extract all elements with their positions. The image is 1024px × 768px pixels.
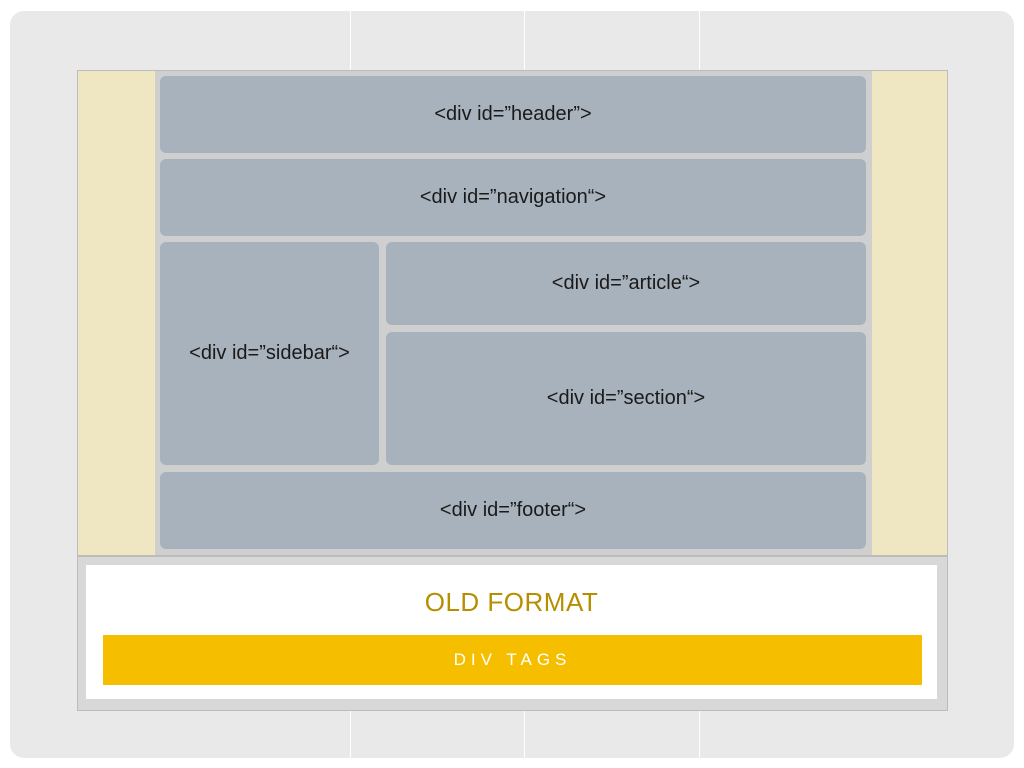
article-block: <div id=”article“>	[386, 242, 866, 325]
content-frame: <div id=”header”> <div id=”navigation“> …	[77, 70, 948, 711]
article-label: <div id=”article“>	[551, 272, 701, 294]
sidebar-label: <div id=”sidebar“>	[189, 342, 350, 364]
sidebar-block: <div id=”sidebar“>	[160, 242, 379, 465]
header-block: <div id=”header”>	[160, 76, 866, 153]
slide-title: OLD FORMAT	[424, 587, 599, 617]
navigation-block: <div id=”navigation“>	[160, 159, 866, 236]
footer-label: <div id=”footer“>	[439, 499, 587, 521]
section-label: <div id=”section“>	[546, 387, 706, 409]
caption-panel: OLD FORMAT DIV TAGS	[86, 565, 937, 699]
page-container: <div id=”header”> <div id=”navigation“> …	[155, 71, 872, 555]
header-label: <div id=”header”>	[434, 103, 592, 125]
section-block: <div id=”section“>	[386, 332, 866, 465]
subtitle-bar: DIV TAGS	[103, 635, 922, 685]
slide-subtitle: DIV TAGS	[453, 650, 572, 669]
slide: <div id=”header”> <div id=”navigation“> …	[10, 11, 1014, 758]
navigation-label: <div id=”navigation“>	[419, 186, 607, 208]
footer-block: <div id=”footer“>	[160, 472, 866, 549]
layout-diagram: <div id=”header”> <div id=”navigation“> …	[78, 71, 947, 557]
